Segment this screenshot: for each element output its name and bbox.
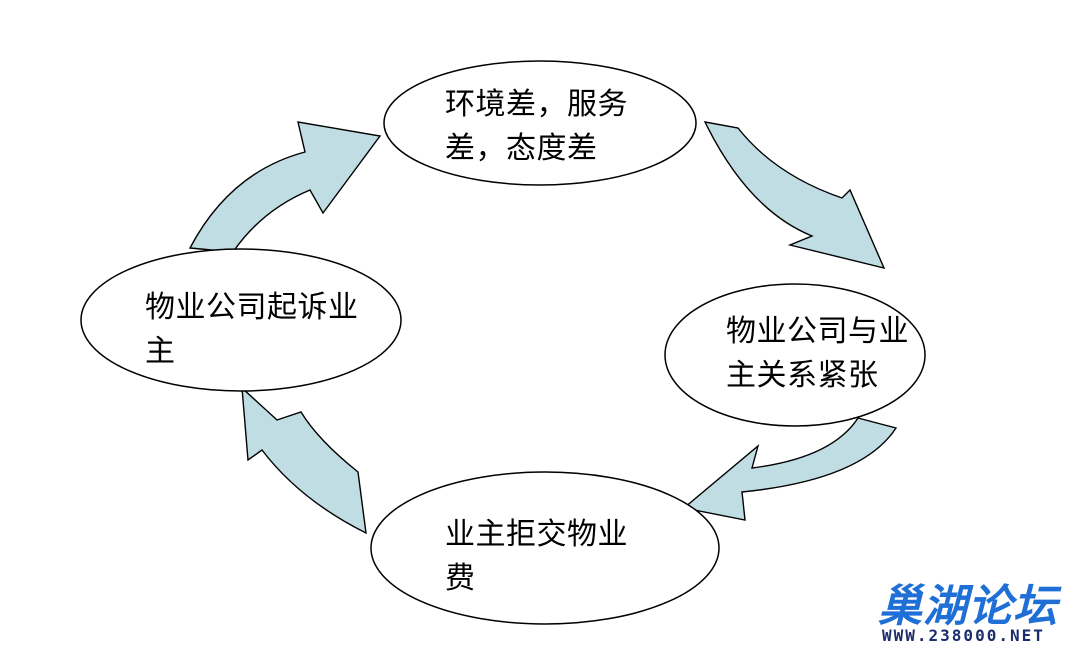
node-2-label: 物业公司与业 主关系紧张 bbox=[726, 314, 909, 393]
node-1-ellipse bbox=[383, 60, 697, 186]
arrow-node2-to-node3 bbox=[682, 417, 898, 521]
node-3-ellipse bbox=[370, 471, 720, 625]
arrow-node3-to-node4 bbox=[241, 386, 367, 535]
node-4-label: 物业公司起诉业 主 bbox=[145, 290, 359, 369]
watermark: 巢湖论坛 WWW.238000.NET bbox=[872, 566, 1068, 656]
node-1-label: 环境差，服务 差，态度差 bbox=[445, 87, 628, 166]
node-2-ellipse bbox=[664, 283, 926, 427]
arrow-node1-to-node2 bbox=[703, 121, 886, 270]
node-3-label: 业主拒交物业 费 bbox=[445, 517, 628, 596]
node-4-ellipse bbox=[80, 248, 402, 392]
arrow-node4-to-node1 bbox=[188, 121, 382, 253]
watermark-logo: 巢湖论坛 bbox=[878, 581, 1058, 632]
watermark-url: WWW.238000.NET bbox=[882, 626, 1045, 645]
